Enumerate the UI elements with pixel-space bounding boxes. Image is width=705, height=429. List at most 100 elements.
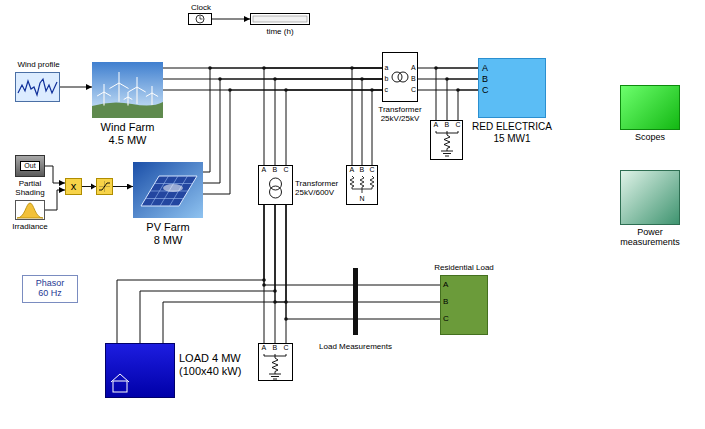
block-label: RED ELECTRICA 15 MW1	[470, 121, 554, 144]
pv-farm-block: PV Farm 8 MW	[133, 162, 203, 218]
port-label: A	[443, 280, 448, 289]
wave-icon	[15, 72, 60, 102]
junction-dot	[445, 77, 449, 81]
load-block: LOAD 4 MW (100x40 kW)	[105, 343, 175, 398]
block-label: LOAD 4 MW (100x40 kW)	[179, 352, 245, 377]
product-block: x	[65, 178, 82, 195]
three-phase-wire	[358, 285, 440, 319]
junction-dot	[360, 77, 364, 81]
display-block: time (h)	[250, 13, 310, 25]
junction-dot	[370, 88, 374, 92]
block-label: Residential Load	[430, 263, 498, 272]
wire	[286, 205, 353, 319]
port-label: C	[411, 86, 416, 94]
wire	[275, 205, 353, 302]
block-label: Clock	[183, 3, 219, 12]
block-symbol: x	[66, 180, 81, 193]
block-label: time (h)	[251, 27, 309, 36]
signal-source: OutPartial Shading	[15, 155, 45, 177]
port-label: B	[273, 344, 278, 352]
wire	[358, 302, 440, 303]
signal-line	[212, 19, 250, 20]
port-label: A	[262, 344, 267, 352]
block-label: Partial Shading	[12, 179, 48, 197]
port-label: b	[385, 75, 389, 83]
junction-dot	[456, 88, 460, 92]
saturation-block	[96, 178, 113, 195]
three-phase-wire	[117, 205, 288, 343]
port-label: N	[360, 195, 365, 203]
block-label: Power measurements	[618, 227, 682, 248]
subsystem-block: Power measurements	[620, 170, 680, 225]
wire	[352, 68, 382, 165]
clock-block: Clock	[188, 13, 212, 25]
wire	[358, 285, 440, 286]
block-text: Phasor 60 Hz	[30, 278, 70, 299]
port-label: a	[385, 64, 389, 72]
junction-dot	[228, 88, 232, 92]
junction-dot	[208, 66, 212, 70]
three-phase-wire	[262, 66, 382, 165]
port-label: C	[443, 314, 449, 323]
block-label: Wind Farm 4.5 MW	[96, 121, 159, 146]
wire	[45, 190, 65, 210]
port-label: B	[411, 75, 416, 83]
wind-icon	[92, 62, 163, 118]
powergui-block: Phasor 60 Hz	[22, 275, 78, 303]
grounding-transformer: ABCN	[346, 165, 378, 205]
junction-dot	[350, 66, 354, 70]
port-label: A	[434, 121, 439, 129]
wind-farm-block: Wind Farm 4.5 MW	[92, 62, 163, 118]
load-icon	[105, 343, 175, 398]
signal-source: Wind profile	[15, 72, 60, 102]
rlc-load-block: ABC	[430, 120, 463, 160]
block-label: Transformer 25kV/600V	[295, 179, 343, 197]
wire	[117, 205, 264, 343]
saturation-symbol	[96, 178, 113, 195]
block-label: Load Measurements	[318, 342, 393, 351]
port-label: A	[350, 166, 355, 174]
display-icon	[250, 13, 310, 25]
wire	[362, 79, 382, 165]
signal-line	[60, 87, 92, 88]
transformer-block: Transformer 25kV/600VABC	[258, 165, 293, 205]
wire	[45, 166, 65, 183]
block-label: Transformer 25kV/25kV	[376, 105, 424, 123]
bell-icon	[15, 200, 45, 220]
transformer-block: Transformer 25kV/25kVabcABC	[382, 52, 418, 102]
three-phase-wire	[434, 66, 478, 120]
wire	[60, 87, 92, 88]
port-label: B	[273, 166, 278, 174]
junction-dot	[273, 77, 277, 81]
junction-dot	[434, 66, 438, 70]
three-phase-wire	[350, 66, 382, 165]
junction-dot	[284, 88, 288, 92]
port-label: c	[385, 86, 389, 94]
block-label: Scopes	[620, 132, 680, 142]
wire	[140, 205, 275, 343]
block-label: Irradiance	[10, 222, 50, 231]
wire	[264, 68, 382, 165]
port-label: Out	[20, 161, 40, 171]
pv-icon	[133, 162, 203, 218]
clock-icon	[188, 13, 212, 25]
bus-bar: Load Measurements	[353, 268, 358, 335]
port-label: A	[482, 63, 488, 73]
junction-dot	[273, 300, 277, 304]
port-label: C	[284, 166, 289, 174]
junction-dot	[262, 283, 266, 287]
port-label: B	[443, 297, 448, 306]
port-label: C	[456, 121, 461, 129]
grid-source: RED ELECTRICA 15 MW1ABC	[478, 58, 546, 118]
load-subsystem: Residential LoadABC	[440, 275, 488, 335]
port-label: A	[262, 166, 267, 174]
junction-dot	[284, 317, 288, 321]
port-label: C	[284, 344, 289, 352]
signal-line	[45, 190, 65, 210]
port-label: C	[370, 166, 375, 174]
port-label: C	[482, 85, 489, 95]
port-label: B	[482, 74, 488, 84]
junction-dot	[218, 77, 222, 81]
three-phase-wire	[262, 205, 353, 321]
